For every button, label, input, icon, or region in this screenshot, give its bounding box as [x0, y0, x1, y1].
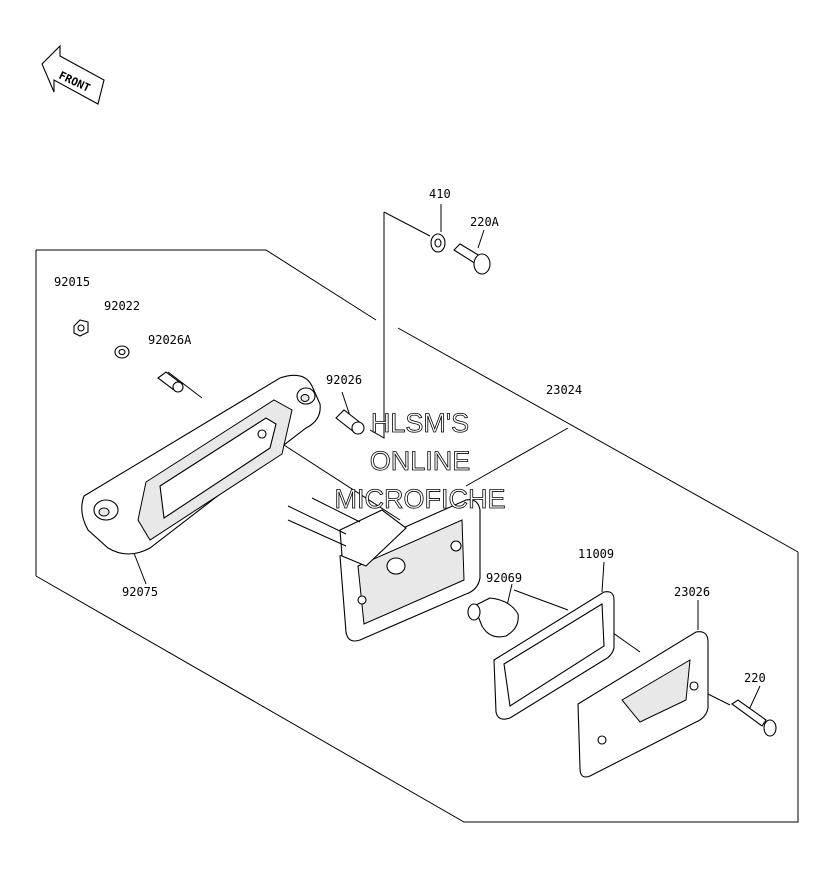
front-arrow-icon: FRONT: [41, 44, 105, 105]
housing-92075: [81, 374, 321, 555]
washer-410: [430, 233, 446, 253]
label-23024: 23024: [546, 383, 582, 397]
label-92069: 92069: [486, 571, 522, 585]
watermark: HLSM'S ONLINE MICROFICHE: [334, 408, 506, 515]
label-92026a: 92026A: [148, 333, 192, 347]
watermark-line3: MICROFICHE: [335, 484, 506, 514]
label-220: 220: [744, 671, 766, 685]
label-410: 410: [429, 187, 451, 201]
screw-220: [731, 699, 777, 737]
label-92026: 92026: [326, 373, 362, 387]
label-92015: 92015: [54, 275, 90, 289]
label-92022: 92022: [104, 299, 140, 313]
bulb-92069: [467, 597, 519, 638]
leader-lines: [131, 204, 761, 713]
assembly-frame: [35, 211, 799, 823]
spacer-92026: [335, 409, 365, 435]
watermark-line1: HLSM'S: [371, 408, 469, 438]
gasket-11009: [493, 591, 615, 720]
label-23026: 23026: [674, 585, 710, 599]
washer-92022: [114, 345, 130, 359]
part-labels: 410 220A 92015 92022 92026A 92026 23024 …: [54, 187, 766, 685]
label-220a: 220A: [470, 215, 500, 229]
socket-assembly: [287, 497, 481, 642]
screw-220a: [453, 243, 491, 275]
label-92075: 92075: [122, 585, 158, 599]
spacer-92026a: [157, 371, 184, 393]
label-11009: 11009: [578, 547, 614, 561]
nut-92015: [73, 319, 89, 337]
lens-23026: [577, 631, 709, 778]
watermark-line2: ONLINE: [370, 446, 471, 476]
